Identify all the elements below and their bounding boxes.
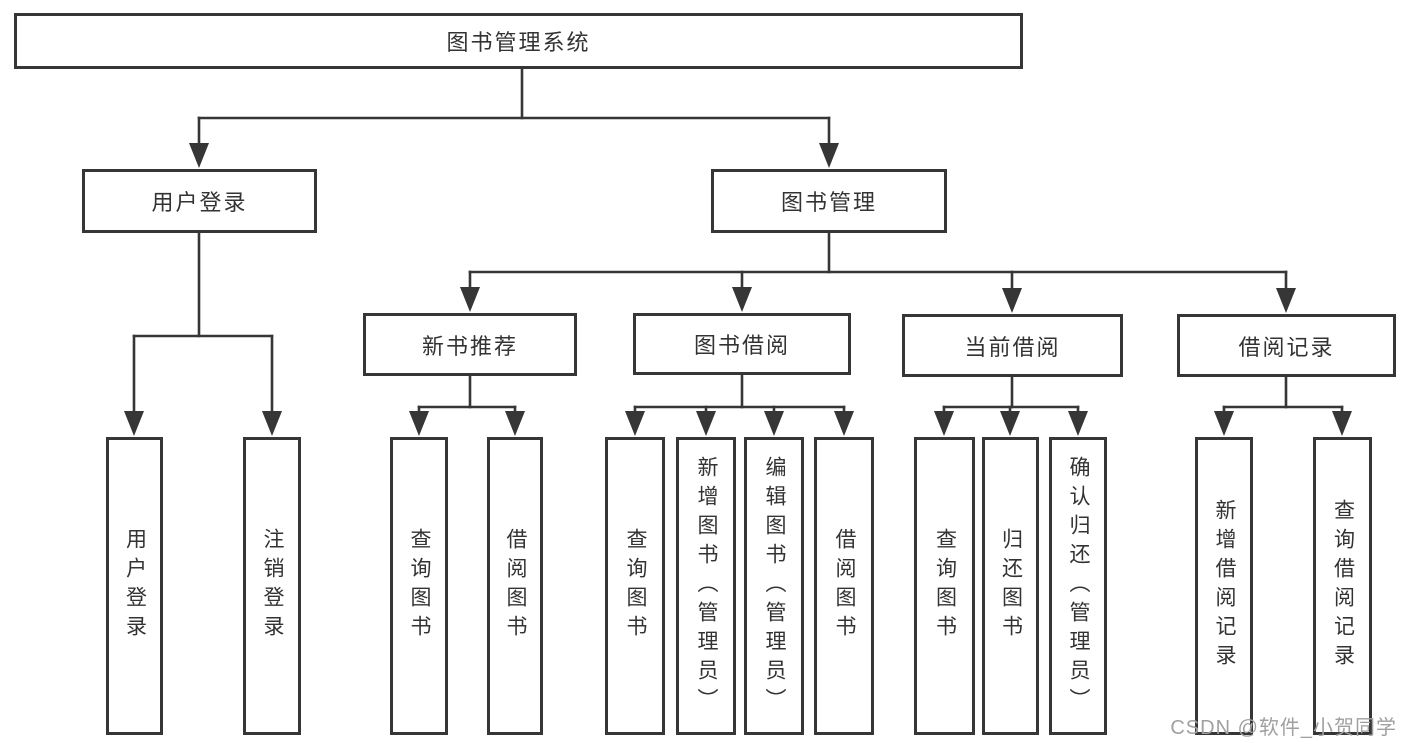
node-new-book-recommend: 新书推荐 [363, 313, 577, 376]
node-user-login: 用户登录 [82, 169, 317, 233]
leaf-confirm-return-admin-label: 确认归还（管理员） [1067, 455, 1090, 717]
node-root: 图书管理系统 [14, 13, 1023, 69]
leaf-borrow-books: 借阅图书 [814, 437, 874, 735]
leaf-query-books-current-label: 查询图书 [933, 528, 957, 644]
leaf-query-books-recommend: 查询图书 [390, 437, 448, 735]
leaf-user-login: 用户登录 [106, 437, 163, 735]
arrowhead-icon [1214, 411, 1234, 436]
arrowhead-icon [1000, 411, 1020, 436]
leaf-confirm-return-admin: 确认归还（管理员） [1049, 437, 1107, 735]
node-root-label: 图书管理系统 [446, 30, 591, 55]
leaf-query-borrow-record-label: 查询借阅记录 [1331, 499, 1355, 673]
leaf-add-borrow-record: 新增借阅记录 [1195, 437, 1253, 735]
leaf-edit-book-admin-label: 编辑图书（管理员） [763, 455, 786, 717]
node-book-management: 图书管理 [711, 169, 947, 233]
node-new-book-recommend-label: 新书推荐 [421, 333, 518, 359]
arrowhead-icon [505, 411, 525, 436]
arrowhead-icon [262, 411, 282, 436]
leaf-query-borrow-record: 查询借阅记录 [1313, 437, 1372, 735]
node-current-borrow-label: 当前借阅 [964, 334, 1061, 360]
arrowhead-icon [1002, 288, 1022, 313]
arrowhead-icon [625, 411, 645, 436]
arrowhead-icon [124, 411, 144, 436]
node-book-borrow-label: 图书借阅 [693, 333, 790, 358]
leaf-add-book-admin-label: 新增图书（管理员） [695, 455, 718, 717]
arrowhead-icon [732, 287, 752, 312]
arrowhead-icon [460, 287, 480, 312]
node-current-borrow: 当前借阅 [902, 314, 1123, 377]
node-book-management-label: 图书管理 [780, 190, 877, 215]
node-user-login-label: 用户登录 [151, 190, 248, 215]
arrowhead-icon [189, 143, 209, 168]
leaf-query-books-borrow-label: 查询图书 [624, 528, 647, 644]
leaf-return-book-label: 归还图书 [999, 528, 1023, 644]
arrowhead-icon [934, 411, 954, 436]
leaf-add-book-admin: 新增图书（管理员） [676, 437, 736, 735]
arrowhead-icon [409, 411, 429, 436]
leaf-user-login-label: 用户登录 [123, 528, 147, 644]
node-book-borrow: 图书借阅 [633, 313, 851, 375]
leaf-borrow-books-label: 借阅图书 [833, 528, 856, 644]
leaf-logout-label: 注销登录 [261, 528, 284, 644]
leaf-query-books-borrow: 查询图书 [605, 437, 665, 735]
leaf-edit-book-admin: 编辑图书（管理员） [744, 437, 804, 735]
leaf-logout: 注销登录 [243, 437, 301, 735]
arrowhead-icon [696, 411, 716, 436]
node-borrow-records-label: 借阅记录 [1238, 334, 1335, 360]
leaf-add-borrow-record-label: 新增借阅记录 [1213, 499, 1236, 673]
arrowhead-icon [1276, 288, 1296, 313]
leaf-query-books-current: 查询图书 [914, 437, 975, 735]
arrowhead-icon [764, 411, 784, 436]
leaf-borrow-books-recommend: 借阅图书 [487, 437, 543, 735]
leaf-borrow-books-recommend-label: 借阅图书 [504, 528, 527, 644]
arrowhead-icon [834, 411, 854, 436]
arrowhead-icon [1068, 411, 1088, 436]
arrowhead-icon [819, 143, 839, 168]
leaf-query-books-recommend-label: 查询图书 [408, 528, 431, 644]
leaf-return-book: 归还图书 [982, 437, 1039, 735]
node-borrow-records: 借阅记录 [1177, 314, 1396, 377]
watermark: CSDN @软件_小贺同学 [1170, 717, 1397, 739]
arrowhead-icon [1332, 411, 1352, 436]
